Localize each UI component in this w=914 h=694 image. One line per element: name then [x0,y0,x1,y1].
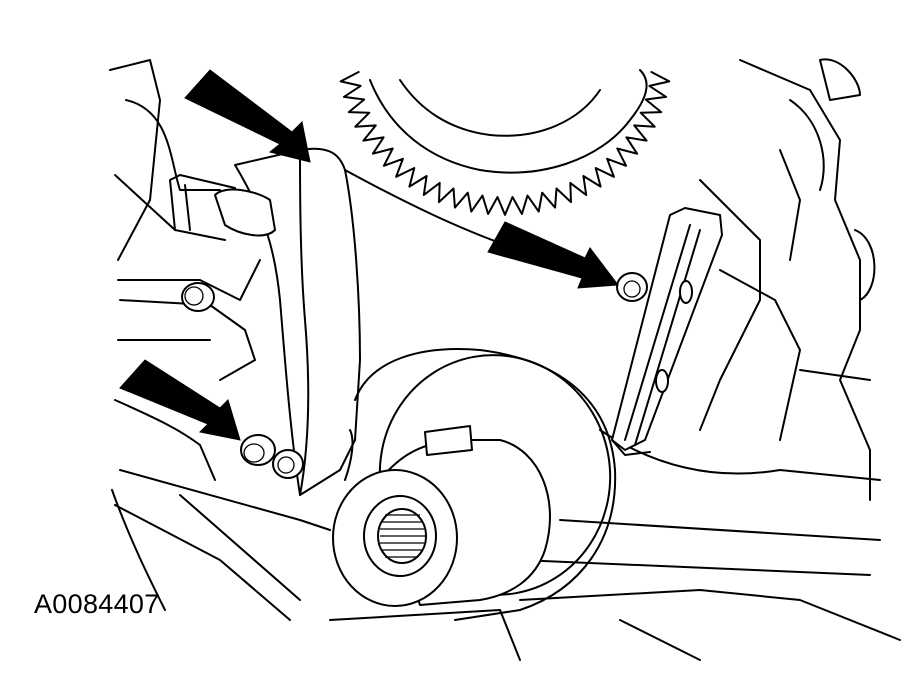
left-upper-bolt [181,282,215,312]
arrow-right [487,221,619,289]
crankshaft-nose [332,425,551,607]
engine-block-outline [109,58,901,661]
camshaft-sprocket [339,69,671,216]
figure-label: A0084407 [34,589,160,619]
timing-chain-guide [169,147,521,496]
arrow-top-left [184,69,311,163]
right-chain-guide-bracket [611,207,723,456]
lower-left-bolt [240,434,304,479]
right-bolt [616,272,648,302]
arrow-lower-left [119,359,241,441]
